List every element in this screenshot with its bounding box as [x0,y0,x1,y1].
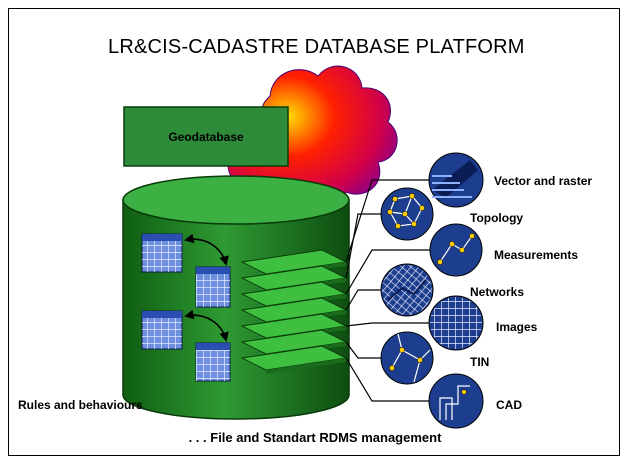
geodatabase-label: Geodatabase [168,130,244,144]
networks-icon [380,263,434,317]
geodatabase-box [123,106,289,167]
table-top-right [195,266,231,308]
connector-line [345,249,430,295]
slide-frame [8,8,620,456]
data-layer-edge [266,358,346,374]
table-bottom-left [141,310,183,350]
connector-line [345,357,429,402]
cad-icon [428,373,484,429]
label-networks: Networks [470,285,524,299]
relationship-arrow-top [184,233,229,266]
label-tin: TIN [470,355,489,369]
label-images: Images [496,320,538,334]
connector-lines [345,179,430,402]
footer-caption: . . . File and Standart RDMS management [188,430,442,445]
topology-icon [380,187,434,241]
connector-line [345,322,429,327]
connector-line [345,289,381,311]
table-top-left [141,233,183,273]
connector-line [345,213,381,279]
rules-and-behaviours-label: Rules and behaviours [18,398,143,412]
label-vector-and-raster: Vector and raster [494,174,592,188]
label-cad: CAD [496,398,522,412]
slide-title: LR&CIS-CADASTRE DATABASE PLATFORM [108,36,525,58]
relationship-arrow-bottom [184,309,229,342]
tin-icon [380,331,434,385]
measurements-icon [429,223,483,277]
layer-stack [240,249,348,374]
label-measurements: Measurements [494,248,578,262]
label-topology: Topology [470,211,523,225]
table-bottom-right [195,342,231,382]
connector-line [345,341,381,359]
vector-raster-icon [428,152,484,208]
images-icon [428,295,484,351]
